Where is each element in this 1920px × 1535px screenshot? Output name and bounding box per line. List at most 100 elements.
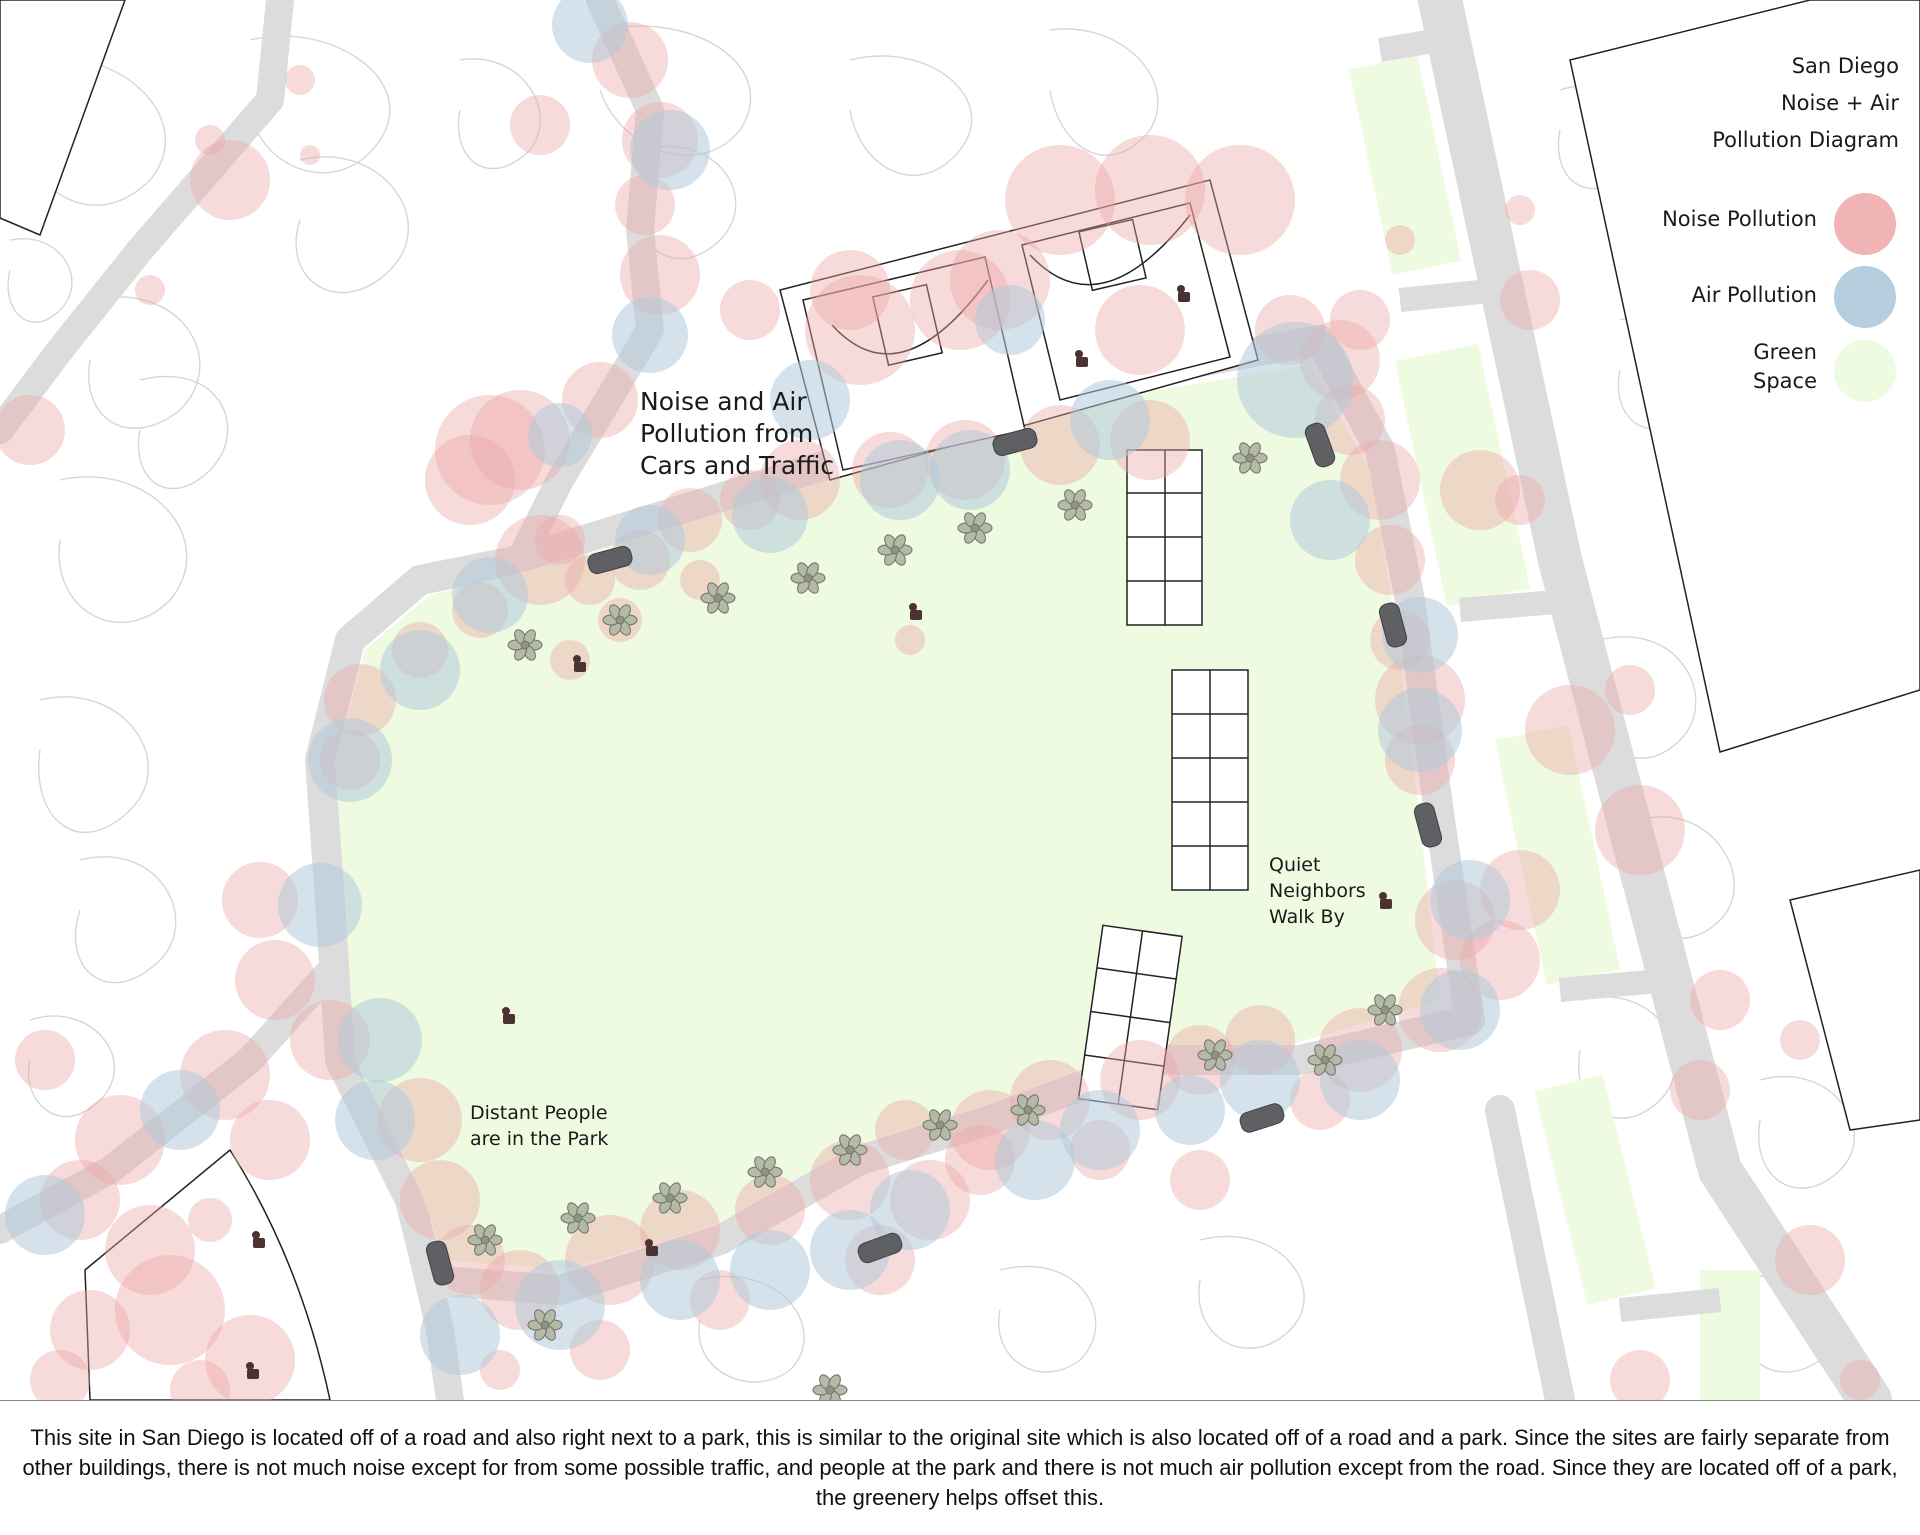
- tree-center: [573, 1213, 583, 1223]
- tree-icon: [877, 534, 913, 566]
- tree-center: [665, 1193, 675, 1203]
- legend-air-swatch: [1834, 266, 1896, 328]
- car-icon: [1239, 1103, 1285, 1133]
- annotation-distant-people: Distant People are in the Park: [470, 1100, 608, 1152]
- annotation-traffic-line-1: Noise and Air: [640, 387, 807, 416]
- person-body: [1076, 357, 1088, 367]
- noise-circle: [190, 140, 270, 220]
- legend-noise-text: Noise Pollution: [1662, 207, 1817, 231]
- legend-title-line-3: Pollution Diagram: [1712, 128, 1899, 152]
- tree-icon: [652, 1182, 688, 1214]
- person-icon: [1075, 350, 1088, 367]
- tree-center: [935, 1120, 945, 1130]
- air-circle: [730, 1230, 810, 1310]
- residential-block-3: [1077, 924, 1183, 1111]
- noise-circle: [1690, 970, 1750, 1030]
- air-circle: [870, 1170, 950, 1250]
- person-icon: [252, 1231, 265, 1248]
- air-circle: [335, 1080, 415, 1160]
- person-body: [503, 1014, 515, 1024]
- residential-block-2: [1171, 669, 1249, 891]
- air-circle: [140, 1070, 220, 1150]
- air-circle: [930, 430, 1010, 510]
- noise-circle: [1610, 1350, 1670, 1400]
- tree-center: [1023, 1105, 1033, 1115]
- noise-circle: [535, 515, 585, 565]
- caption: This site in San Diego is located off of…: [0, 1400, 1920, 1535]
- car-icon: [1413, 802, 1443, 848]
- noise-circle: [1330, 290, 1390, 350]
- annotation-quiet-line-1: Quiet: [1269, 854, 1321, 876]
- person-body: [1178, 292, 1190, 302]
- tree-icon: [812, 1374, 848, 1400]
- tree-icon: [790, 562, 826, 594]
- tree-icon: [527, 1309, 563, 1341]
- noise-circle: [1185, 145, 1295, 255]
- noise-circle: [1780, 1020, 1820, 1060]
- air-circle: [770, 360, 850, 440]
- air-circle: [810, 1210, 890, 1290]
- air-circle: [380, 630, 460, 710]
- air-circle: [1430, 860, 1510, 940]
- strip-1: [1348, 55, 1462, 275]
- tree-center: [480, 1235, 490, 1245]
- noise-circle: [135, 275, 165, 305]
- road-north: [506, 0, 664, 574]
- tree-center: [1245, 453, 1255, 463]
- tree-center: [1320, 1055, 1330, 1065]
- strip-2: [1394, 343, 1531, 607]
- noise-circle: [1355, 525, 1425, 595]
- person-icon: [573, 655, 586, 672]
- air-circle: [420, 1295, 500, 1375]
- person-body: [646, 1246, 658, 1256]
- road-boulevard: [1418, 0, 1892, 1400]
- person-icon: [909, 603, 922, 620]
- annotation-quiet-line-3: Walk By: [1269, 906, 1345, 928]
- noise-circle: [810, 250, 890, 330]
- noise-circle: [0, 395, 65, 465]
- tree-center: [615, 615, 625, 625]
- noise-circle: [735, 1175, 805, 1245]
- noise-circle: [550, 640, 590, 680]
- legend-noise-swatch: [1834, 193, 1896, 255]
- person-head: [573, 655, 581, 663]
- car-icon: [1378, 602, 1408, 648]
- annotation-traffic: Noise and Air Pollution from Cars and Tr…: [640, 386, 834, 482]
- annotation-traffic-line-3: Cars and Traffic: [640, 451, 835, 480]
- noise-circle: [435, 395, 545, 505]
- legend-green-swatch: [1834, 340, 1896, 402]
- air-circle: [278, 863, 362, 947]
- tree-icon: [560, 1202, 596, 1234]
- person-head: [502, 1007, 510, 1015]
- person-body: [910, 610, 922, 620]
- person-body: [574, 662, 586, 672]
- tree-center: [970, 523, 980, 533]
- car-icon: [857, 1232, 903, 1264]
- tree-icon: [1232, 442, 1268, 474]
- air-circle: [1070, 380, 1150, 460]
- noise-circle: [945, 1125, 1015, 1195]
- person-head: [1075, 350, 1083, 358]
- tree-center: [1210, 1050, 1220, 1060]
- car-icon: [587, 545, 633, 575]
- noise-circle: [875, 1100, 935, 1160]
- noise-circle: [1005, 145, 1115, 255]
- tree-center: [760, 1167, 770, 1177]
- tree-icon: [747, 1156, 783, 1188]
- noise-circle: [1500, 270, 1560, 330]
- legend-green-text-2: Space: [1753, 369, 1817, 393]
- tree-icon: [1010, 1094, 1046, 1126]
- noise-circle: [1595, 785, 1685, 875]
- noise-circle: [400, 1160, 480, 1240]
- noise-circle: [1385, 225, 1415, 255]
- person-icon: [246, 1362, 259, 1379]
- cars: [425, 422, 1443, 1286]
- air-circle: [528, 403, 592, 467]
- noise-circle: [1670, 1060, 1730, 1120]
- air-circle: [1378, 688, 1462, 772]
- noise-circle: [1505, 195, 1535, 225]
- person-body: [247, 1369, 259, 1379]
- noise-circle: [1095, 135, 1205, 245]
- noise-circle: [324, 664, 396, 736]
- noise-circle: [188, 1198, 232, 1242]
